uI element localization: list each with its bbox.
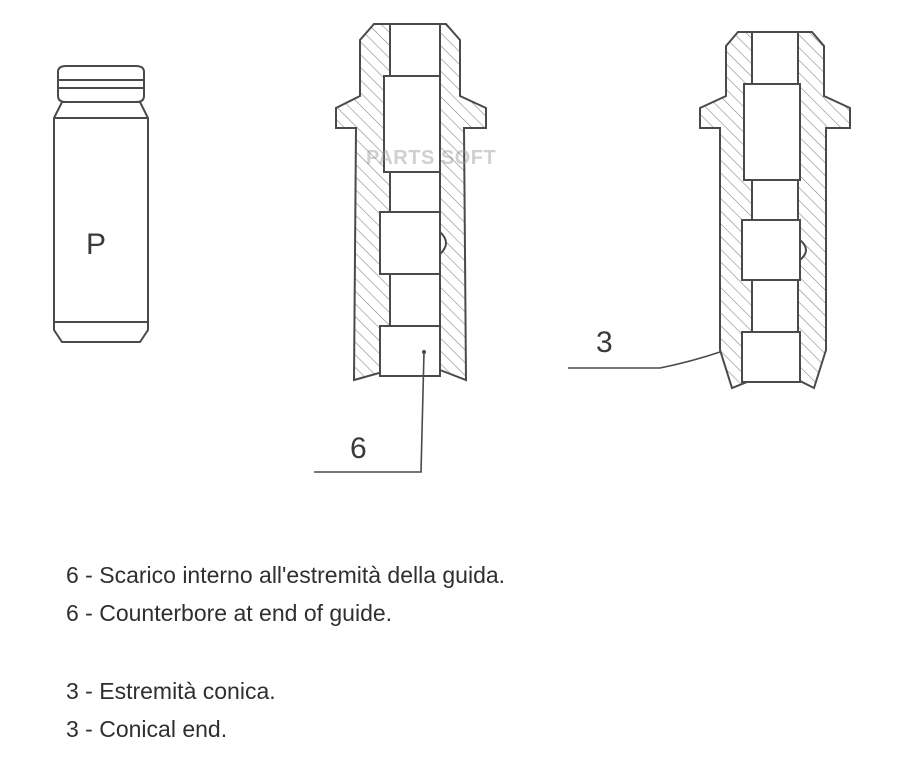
valve-guide-diagram: P 6 3 [53, 23, 851, 473]
counterbore-guide-wall-right [439, 23, 487, 382]
plain-guide-label: P [86, 228, 106, 261]
counterbore-leader-line [314, 351, 425, 473]
conical-guide-wall-right [797, 31, 851, 390]
conical-guide-figure [699, 31, 851, 390]
conical-callout-number: 3 [596, 326, 613, 359]
counterbore-callout-number: 6 [350, 432, 367, 465]
legend-conical-it: 3 - Estremità conica. [66, 678, 276, 704]
counterbore-guide-figure [335, 23, 487, 382]
legend-counterbore-it: 6 - Scarico interno all'estremità della … [66, 562, 506, 588]
conical-leader-line [568, 351, 721, 369]
watermark: PARTS SOFT [366, 147, 497, 169]
legend-conical-en: 3 - Conical end. [66, 716, 228, 742]
legend-counterbore-en: 6 - Counterbore at end of guide. [66, 600, 393, 626]
plain-guide-figure [53, 65, 149, 343]
